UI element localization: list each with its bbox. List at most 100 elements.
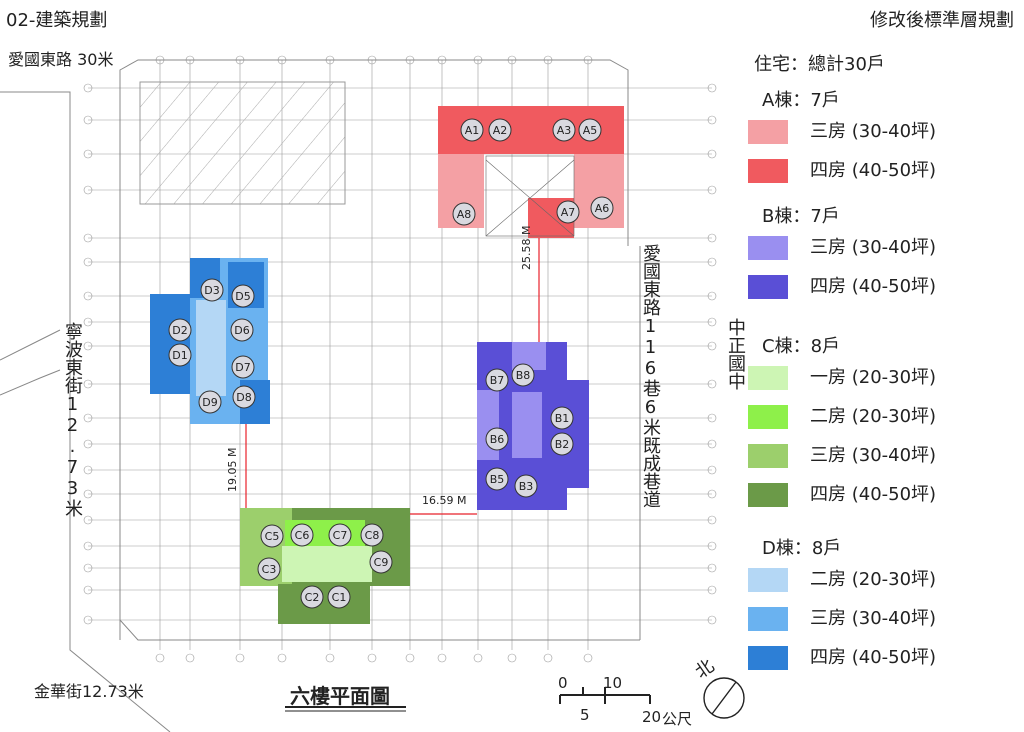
school-label: 中正國中: [725, 318, 746, 390]
grid-bubble: [583, 653, 593, 663]
grid-bubble: [277, 653, 287, 663]
unit-circle: [231, 284, 255, 308]
unit-label: C5: [265, 530, 280, 543]
unit-label: A3: [557, 124, 572, 137]
scale-label-0: 0: [558, 674, 568, 692]
unit-circle: [360, 523, 384, 547]
legend-label: 四房 (40-50坪): [810, 276, 937, 297]
site-boundary: [0, 59, 641, 732]
unit-circle: [556, 200, 580, 224]
grid-bubble: [437, 653, 447, 663]
unit-circle: [550, 406, 574, 430]
unit-circle: [511, 363, 535, 387]
legend-group-title: C棟：8戶: [762, 336, 841, 357]
grid-bubble: [83, 541, 93, 551]
legend-label: 一房 (20-30坪): [810, 367, 937, 388]
unit-label: C7: [333, 529, 348, 542]
distance-lines: [245, 238, 540, 515]
grid-bubble: [707, 585, 717, 595]
grid-bubble: [367, 653, 377, 663]
unit-label: A8: [457, 208, 472, 221]
unit-label: B1: [555, 412, 570, 425]
road-label-top: 愛國東路 30米: [8, 50, 114, 69]
unit-circle: [590, 196, 614, 220]
unit-label: C6: [295, 529, 310, 542]
grid-bubble: [707, 149, 717, 159]
plan-title-underline: [285, 706, 406, 712]
unit-circle: [200, 278, 224, 302]
north-arrow-icon: [703, 677, 745, 719]
unit-circle: [550, 432, 574, 456]
unit-circle: [485, 368, 509, 392]
header-right-title: 修改後標準層規劃: [870, 10, 1014, 31]
grid-bubble: [83, 379, 93, 389]
legend-swatch: [748, 120, 788, 144]
grid-bubble: [507, 653, 517, 663]
grid-bubble: [83, 185, 93, 195]
distance-label-ab: 25.58 M: [520, 225, 533, 270]
unit-label: D3: [204, 284, 219, 297]
road-label-right: 愛國東路116巷6米既成巷道: [640, 244, 661, 508]
road-label-bottom: 金華街12.73米: [34, 682, 144, 701]
grid-bubble: [83, 413, 93, 423]
legend-swatch: [748, 646, 788, 670]
unit-label: D6: [234, 324, 249, 337]
unit-label: A2: [493, 124, 508, 137]
grid-bubble: [83, 341, 93, 351]
legend-label: 二房 (20-30坪): [810, 569, 937, 590]
unit-label: B2: [555, 438, 570, 451]
grid-bubble: [707, 465, 717, 475]
grid-bubble: [707, 341, 717, 351]
grid-bubble: [707, 291, 717, 301]
distance-label-cb: 16.59 M: [422, 494, 467, 507]
unit-label: B8: [516, 369, 531, 382]
legend-label: 四房 (40-50坪): [810, 160, 937, 181]
unit-circle: [230, 318, 254, 342]
grid-bubble: [707, 185, 717, 195]
unit-circle: [300, 585, 324, 609]
unit-label: C1: [332, 591, 347, 604]
unit-circle: [485, 427, 509, 451]
legend-group-title: A棟：7戶: [762, 90, 840, 111]
grid-bubble: [83, 563, 93, 573]
unit-circle: [488, 118, 512, 142]
grid-bubble: [707, 489, 717, 499]
unit-circle: [578, 118, 602, 142]
unit-circle: [257, 557, 281, 581]
grid-bubble: [473, 653, 483, 663]
legend-swatch: [748, 607, 788, 631]
grid-bubble: [83, 83, 93, 93]
unit-label: B5: [490, 473, 505, 486]
unit-circle: [485, 467, 509, 491]
unit-circle: [168, 318, 192, 342]
scale-label-5: 5: [580, 706, 590, 724]
grid-bubble: [707, 563, 717, 573]
legend-swatch: [748, 483, 788, 507]
grid-bubble: [83, 233, 93, 243]
unit-label: C9: [374, 556, 389, 569]
grid-bubble: [707, 257, 717, 267]
legend-label: 四房 (40-50坪): [810, 484, 937, 505]
unit-circle: [198, 390, 222, 414]
legend-total: 住宅：總計30戶: [754, 54, 885, 75]
grid-bubble: [707, 439, 717, 449]
plan-title: 六樓平面圖: [290, 684, 390, 708]
scale-unit: 公尺: [662, 710, 693, 728]
grid-bubble: [83, 585, 93, 595]
grid-bubble: [325, 653, 335, 663]
grid-bubble: [83, 317, 93, 327]
scale-label-10: 10: [603, 674, 623, 692]
grid-bubble: [185, 653, 195, 663]
grid-bubble: [707, 413, 717, 423]
legend-swatch: [748, 444, 788, 468]
unit-label: D8: [236, 391, 251, 404]
grid-bubble: [83, 115, 93, 125]
legend-swatch: [748, 236, 788, 260]
legend-label: 三房 (30-40坪): [810, 237, 937, 258]
unit-label: C2: [305, 591, 320, 604]
unit-circle: [460, 118, 484, 142]
legend-label: 三房 (30-40坪): [810, 121, 937, 142]
unit-label: D5: [235, 290, 250, 303]
grid-bubble: [83, 149, 93, 159]
unit-label: A1: [465, 124, 480, 137]
